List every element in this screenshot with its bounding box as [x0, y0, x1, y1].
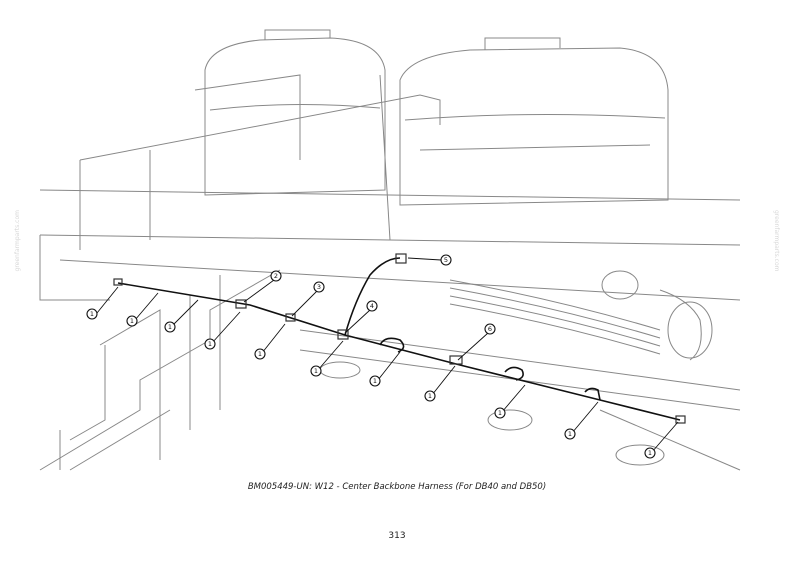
- callouts: 1 1 1 1 1 1 1 1 1 1 1 2 3 4 5 6: [86, 254, 679, 459]
- svg-text:1: 1: [168, 323, 172, 331]
- callout-1: 1: [424, 390, 436, 402]
- callout-1: 1: [644, 447, 656, 459]
- callout-1: 1: [564, 428, 576, 440]
- stairs: [39, 269, 281, 471]
- svg-text:5: 5: [444, 256, 448, 264]
- callout-1: 1: [310, 365, 322, 377]
- tank-right: [399, 37, 669, 206]
- callout-1: 1: [126, 315, 138, 327]
- svg-text:2: 2: [274, 272, 278, 280]
- watermark-right: greenfarmparts.com: [773, 210, 780, 272]
- svg-text:1: 1: [568, 430, 572, 438]
- svg-text:4: 4: [370, 302, 374, 310]
- callout-1: 1: [164, 321, 176, 333]
- callout-1: 1: [254, 348, 266, 360]
- callout-5: 5: [440, 254, 452, 266]
- svg-text:1: 1: [208, 340, 212, 348]
- harness-illustration: 1 1 1 1 1 1 1 1 1 1 1 2 3 4 5 6: [39, 29, 741, 471]
- callout-1: 1: [204, 338, 216, 350]
- tank-left: [204, 29, 386, 196]
- center-backbone-harness: [113, 253, 686, 424]
- callout-1: 1: [369, 375, 381, 387]
- hoses: [449, 279, 661, 355]
- svg-text:3: 3: [317, 283, 321, 291]
- svg-text:1: 1: [373, 377, 377, 385]
- callout-4: 4: [366, 300, 378, 312]
- frame-structure: [39, 74, 741, 471]
- page-number: 313: [388, 531, 406, 541]
- svg-text:1: 1: [314, 367, 318, 375]
- svg-text:1: 1: [648, 449, 652, 457]
- svg-text:6: 6: [488, 325, 492, 333]
- callout-1: 1: [86, 308, 98, 320]
- svg-text:1: 1: [90, 310, 94, 318]
- svg-text:1: 1: [498, 409, 502, 417]
- svg-text:1: 1: [130, 317, 134, 325]
- callout-1: 1: [494, 407, 506, 419]
- svg-text:1: 1: [258, 350, 262, 358]
- figure-caption: BM005449-UN: W12 - Center Backbone Harne…: [247, 482, 547, 492]
- svg-text:1: 1: [428, 392, 432, 400]
- callout-3: 3: [313, 281, 325, 293]
- callout-6: 6: [484, 323, 496, 335]
- callout-2: 2: [270, 270, 282, 282]
